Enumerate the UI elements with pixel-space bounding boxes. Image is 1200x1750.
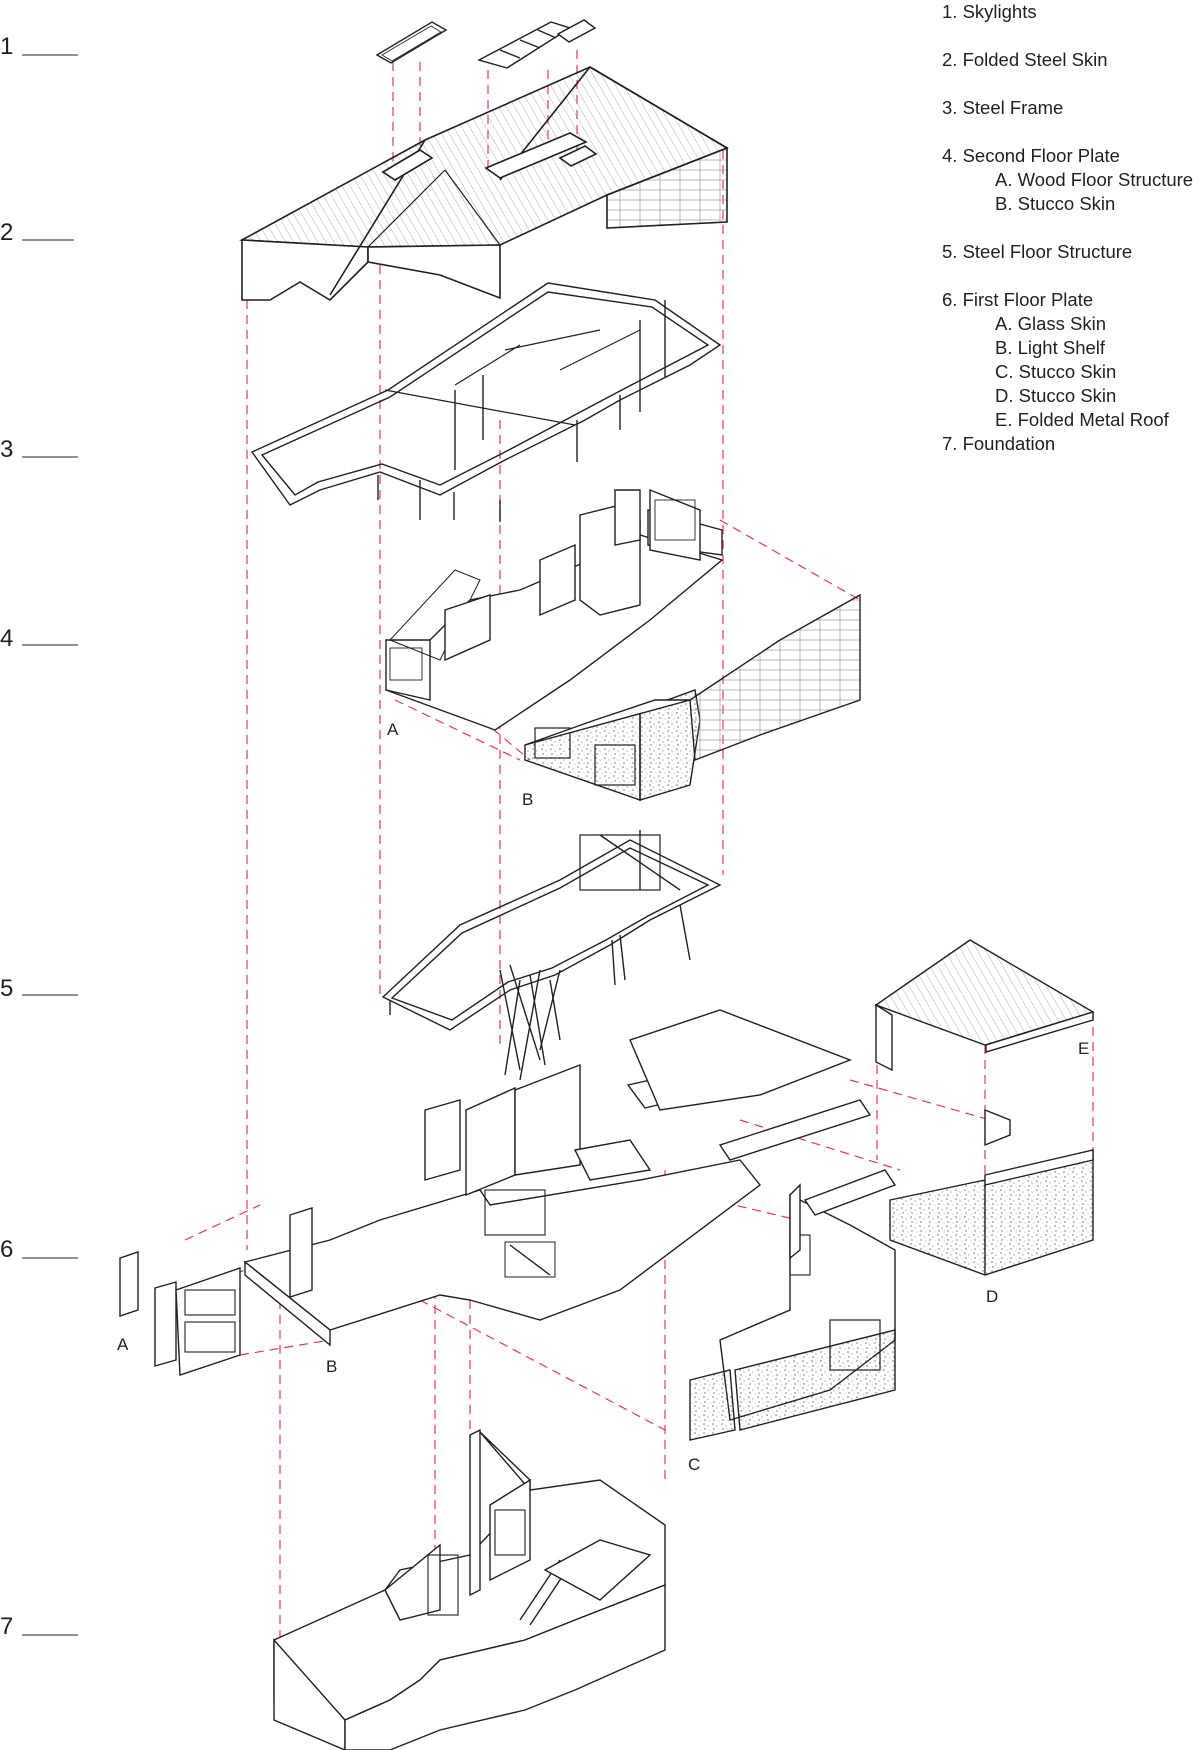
level-1-skylights	[375, 19, 597, 69]
level-number-1: 1	[0, 33, 13, 60]
legend-subitem-stucco-skin-c: C. Stucco Skin	[995, 361, 1117, 382]
part-letter-4a: A	[387, 720, 399, 739]
part-letter-6c: C	[688, 1455, 700, 1474]
legend-item-steel-frame: 3. Steel Frame	[942, 97, 1064, 118]
level-number-7: 7	[0, 1613, 13, 1640]
level-6-first-floor	[119, 939, 1095, 1441]
part-letter-6d: D	[986, 1287, 998, 1306]
part-letter-6a: A	[117, 1335, 129, 1354]
legend-subitem-wood-floor-structure: A. Wood Floor Structure	[995, 169, 1194, 190]
level-number-6: 6	[0, 1236, 13, 1263]
legend-subitem-stucco-skin: B. Stucco Skin	[995, 193, 1116, 214]
legend: 1. Skylights 2. Folded Steel Skin 3. Ste…	[942, 0, 1200, 456]
level-number-4: 4	[0, 625, 13, 652]
legend-item-skylights: 1. Skylights	[942, 1, 1037, 22]
legend-subitem-light-shelf: B. Light Shelf	[995, 337, 1106, 358]
level-5-steel-floor	[381, 830, 722, 1081]
level-numbers: 1 2 3 4 5 6 7	[0, 33, 13, 1640]
legend-subitem-folded-metal-roof: E. Folded Metal Roof	[995, 409, 1169, 430]
level-3-steel-frame	[250, 282, 722, 522]
legend-item-folded-steel-skin: 2. Folded Steel Skin	[942, 49, 1108, 70]
legend-item-second-floor-plate: 4. Second Floor Plate	[942, 145, 1120, 166]
level-number-2: 2	[0, 219, 13, 246]
part-letters: A B A B C D E	[117, 720, 1089, 1474]
legend-item-foundation: 7. Foundation	[942, 433, 1056, 454]
part-letter-4b: B	[522, 790, 533, 809]
part-letter-6b: B	[326, 1357, 337, 1376]
part-letter-6e: E	[1078, 1039, 1089, 1058]
legend-subitem-stucco-skin-d: D. Stucco Skin	[995, 385, 1117, 406]
legend-item-steel-floor-structure: 5. Steel Floor Structure	[942, 241, 1133, 262]
legend-subitem-glass-skin: A. Glass Skin	[995, 313, 1107, 334]
level-number-5: 5	[0, 975, 13, 1002]
level-7-foundation	[273, 1428, 666, 1750]
legend-item-first-floor-plate: 6. First Floor Plate	[942, 289, 1094, 310]
level-2-folded-roof	[239, 66, 729, 302]
level-ticks	[22, 54, 78, 1636]
level-4-second-floor	[384, 488, 861, 801]
level-number-3: 3	[0, 436, 13, 463]
